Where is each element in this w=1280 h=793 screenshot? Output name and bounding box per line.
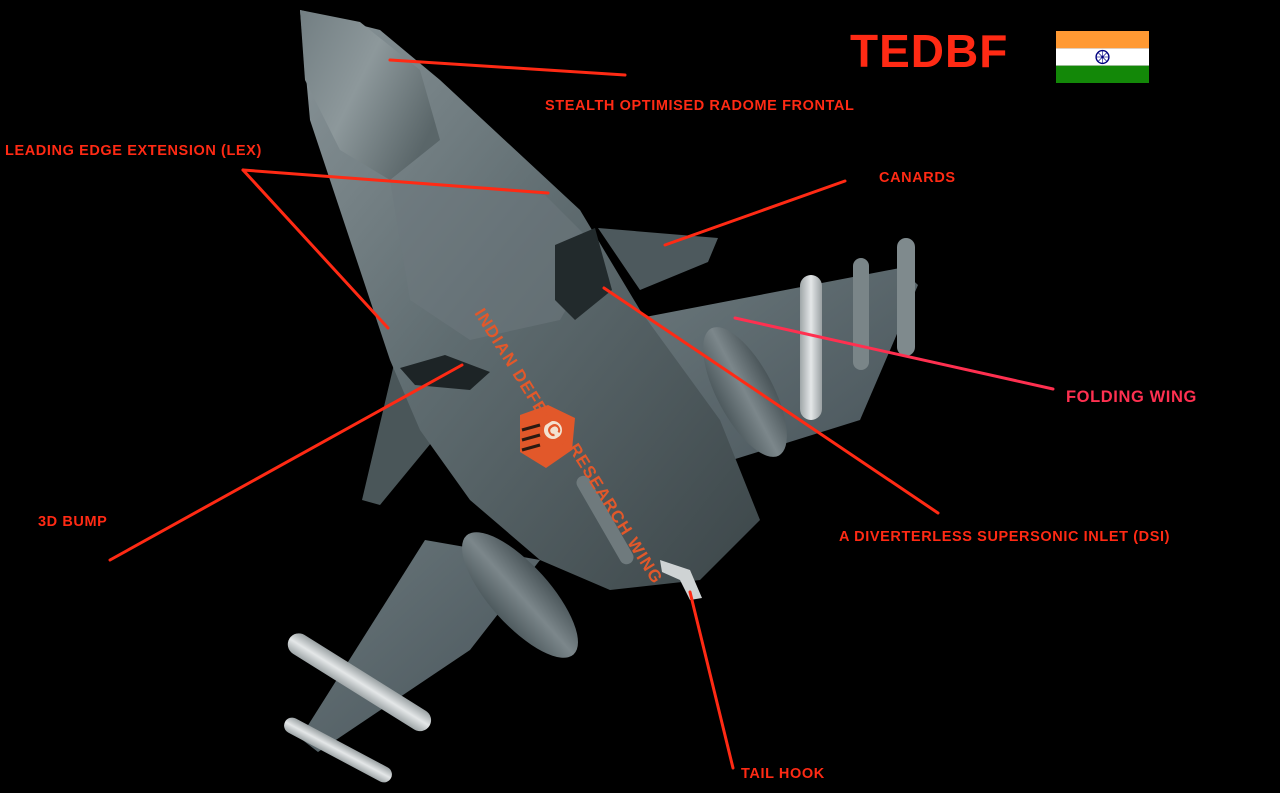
missile-1 xyxy=(800,275,822,420)
label-canards: CANARDS xyxy=(879,170,956,186)
leader-canards xyxy=(663,179,847,247)
leader-folding-wing xyxy=(733,316,1055,391)
left-wing xyxy=(300,540,540,752)
label-radome: STEALTH OPTIMISED RADOME FRONTAL xyxy=(545,98,855,114)
diagram-title: TEDBF xyxy=(850,25,1009,77)
tail-hook xyxy=(660,560,702,600)
missile-4 xyxy=(287,633,432,732)
leader-lex-b xyxy=(241,168,390,330)
label-tail-hook: TAIL HOOK xyxy=(741,766,825,782)
missile-5 xyxy=(284,717,392,783)
leader-bump xyxy=(108,363,464,562)
bump-intake xyxy=(400,355,490,390)
label-lex: LEADING EDGE EXTENSION (LEX) xyxy=(5,143,262,159)
label-dsi: A DIVERTERLESS SUPERSONIC INLET (DSI) xyxy=(839,529,1171,545)
canard xyxy=(598,228,718,290)
leader-dsi xyxy=(602,286,940,515)
leader-tail-hook xyxy=(688,590,735,770)
wing-emblem xyxy=(520,405,575,468)
nose-radome xyxy=(300,10,440,180)
leader-lines xyxy=(108,58,1055,770)
missile-2 xyxy=(853,258,869,370)
india-flag-icon xyxy=(1056,31,1149,83)
leader-lex-a xyxy=(241,168,550,195)
dsi-intake xyxy=(555,228,612,320)
fuel-tank-left xyxy=(462,532,578,658)
missile-3 xyxy=(897,238,915,356)
label-3d-bump: 3D BUMP xyxy=(38,514,108,530)
leader-radome xyxy=(388,58,627,77)
label-folding-wing: FOLDING WING xyxy=(1066,388,1197,406)
missile-6 xyxy=(576,475,634,565)
fuel-tank-right xyxy=(703,327,787,457)
